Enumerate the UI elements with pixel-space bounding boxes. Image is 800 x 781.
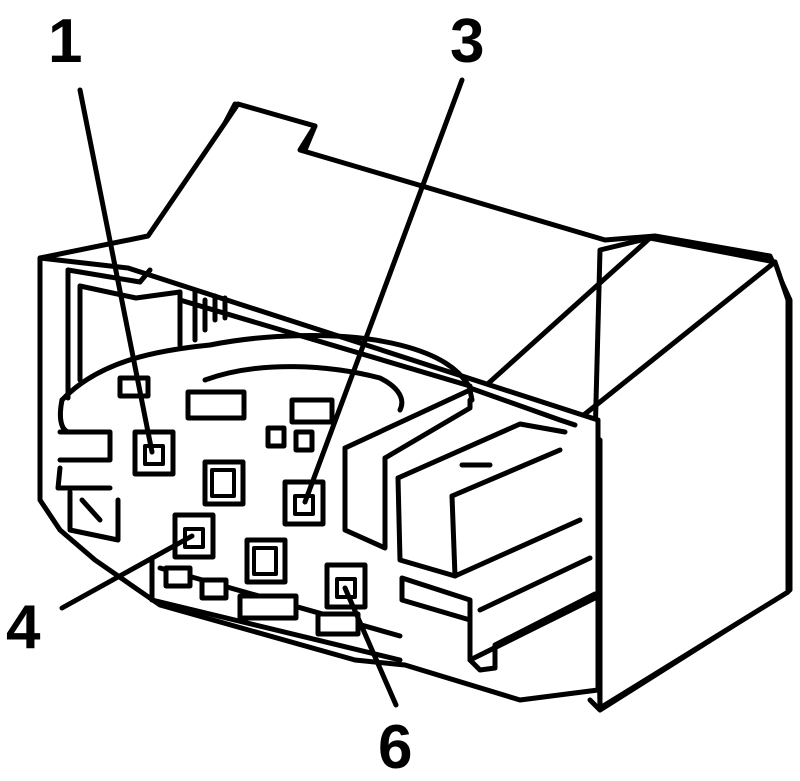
- cavity-pin-5: [244, 537, 288, 585]
- leader-line-4: [59, 533, 195, 611]
- cavity-pin-1: [132, 429, 176, 477]
- cavity-slot: [185, 389, 247, 421]
- callout-labels: 1 3 4 6: [6, 7, 484, 781]
- cavity-slot: [289, 397, 335, 425]
- terminal-cavities: [117, 375, 368, 637]
- cavity-slot: [265, 425, 287, 449]
- cavity-slot: [199, 577, 229, 601]
- leader-line-1: [77, 87, 155, 455]
- callout-1: 1: [48, 7, 82, 76]
- cavity-pin-2: [202, 459, 246, 507]
- cavity-slot: [315, 611, 361, 637]
- leader-lines: [59, 77, 465, 708]
- callout-6: 6: [378, 713, 412, 781]
- cavity-pin-6: [324, 562, 368, 610]
- cavity-slot: [293, 429, 315, 453]
- leader-line-6: [342, 585, 399, 708]
- leader-line-3: [302, 77, 465, 505]
- callout-4: 4: [6, 593, 41, 662]
- cavity-slot: [163, 565, 193, 589]
- cavity-slot: [117, 375, 151, 399]
- connector-housing: [37, 101, 793, 713]
- cavity-slot: [237, 593, 299, 621]
- callout-3: 3: [450, 7, 484, 76]
